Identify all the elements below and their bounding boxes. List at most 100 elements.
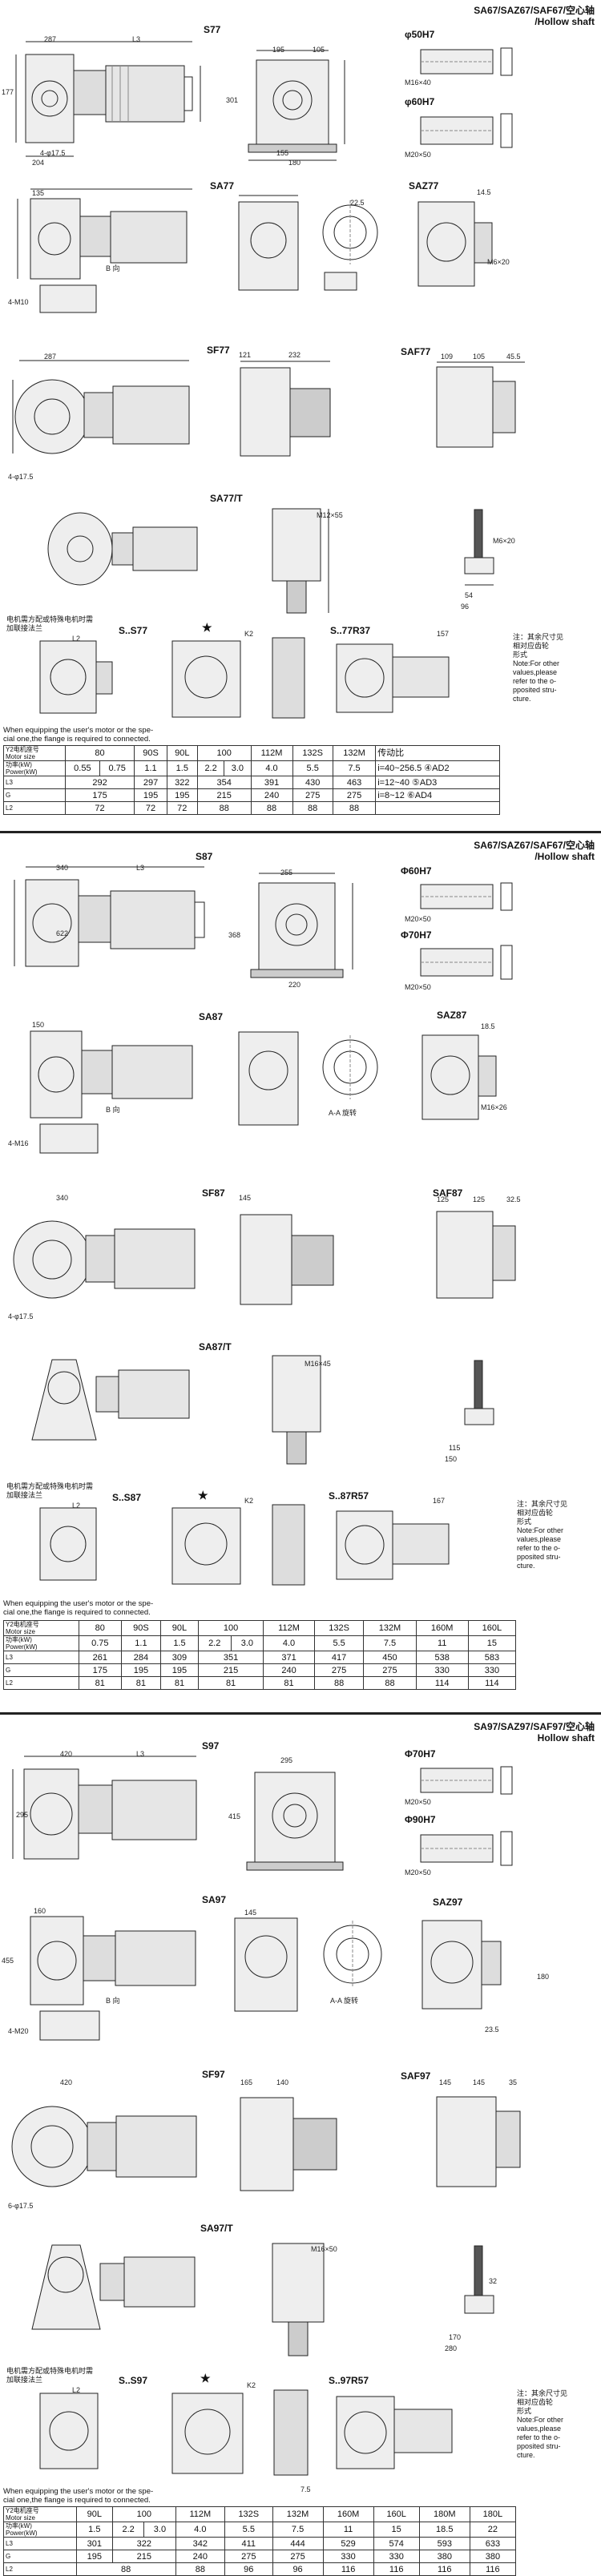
table-cell: 275	[224, 2550, 273, 2563]
drawing-s-side-view	[8, 32, 216, 172]
drawing-s-front-view	[232, 44, 361, 164]
table-cell: 3.0	[143, 2522, 176, 2538]
drawing-shaft-1	[405, 877, 517, 921]
dim: 4-φ17.5	[8, 473, 34, 481]
table-cell: 116	[418, 2562, 470, 2576]
table-cell: 444	[272, 2537, 324, 2550]
table-cell: 538	[415, 1651, 469, 1664]
table-row-label: G	[3, 1663, 79, 1677]
view-label-s: S87	[196, 851, 213, 862]
table-cell: 175	[78, 1663, 122, 1677]
view-label-torque: SA97/T	[200, 2223, 233, 2234]
section-87: SA67/SAZ67/SAF67/空心轴 /Hollow shaft S87 3…	[0, 835, 601, 1704]
drawing-saz	[409, 194, 505, 302]
table-cell: i=40~256.5 ④AD2	[375, 760, 500, 776]
table-cell: 322	[166, 776, 198, 789]
dim: 177	[2, 88, 14, 96]
table-cell: 88	[363, 1676, 417, 1690]
table-row-label: L2	[3, 1676, 79, 1690]
drawing-sa-flange	[317, 192, 385, 296]
table-cell: 1.5	[75, 2522, 113, 2538]
table-cell: 15	[467, 1635, 517, 1651]
dim: 22.5	[350, 199, 365, 207]
warning-text: When equipping the user's motor or the s…	[3, 726, 154, 744]
key-label-2: M20×50	[405, 983, 431, 991]
side-note: 注：其余尺寸见 相对应齿轮 形式 Note:For other values,p…	[517, 2389, 568, 2459]
table-header-cell: 180M	[418, 2506, 470, 2522]
table-cell: 116	[469, 2562, 517, 2576]
table-cell: 574	[373, 2537, 420, 2550]
drawing-saf	[429, 359, 537, 463]
brake-label: B 向	[106, 264, 120, 272]
spec-table: Y2电机座号 Motor size 90L 100 112M 132S 132M…	[3, 2506, 517, 2576]
dim: A-A 旋转	[329, 1109, 357, 1117]
dim: 255	[280, 869, 293, 877]
view-label-saf: SAF87	[433, 1187, 463, 1199]
section-header-sub: Hollow shaft	[537, 1732, 595, 1744]
dim: 287	[44, 353, 57, 361]
dim: L3	[136, 1750, 145, 1758]
star-icon: ★	[200, 2372, 211, 2385]
table-header-cell: 180L	[469, 2506, 517, 2522]
table-cell: 0.75	[78, 1635, 122, 1651]
dim: L2	[72, 635, 81, 643]
dim: 368	[228, 931, 241, 939]
table-row-label: L2	[3, 801, 66, 815]
dim: 150	[32, 1021, 45, 1029]
dim: 145	[439, 2078, 452, 2086]
drawing-torque	[24, 2233, 204, 2333]
dim: 96	[461, 603, 470, 611]
table-cell: 529	[322, 2537, 374, 2550]
table-cell: i=8~12 ⑥AD4	[375, 788, 500, 802]
drawing-sa	[8, 1901, 216, 2045]
table-cell: 88	[250, 801, 293, 815]
dim: 14.5	[477, 188, 491, 196]
view-label-sf: SF77	[207, 345, 230, 356]
view-label-saz: SAZ97	[433, 1897, 463, 1908]
key-label-1: M20×50	[405, 1798, 431, 1806]
side-note: 注：其余尺寸见 相对应齿轮 形式 Note:For other values,p…	[517, 1500, 568, 1570]
table-row-label: 功率(kW) Power(kW)	[3, 1635, 79, 1651]
table-header-cell: Y2电机座号 Motor size	[3, 1620, 79, 1636]
table-cell: 240	[250, 788, 293, 802]
table-cell: 81	[263, 1676, 315, 1690]
flange-note: 电机需方配或特殊电机时需 加联接法兰	[6, 615, 94, 632]
table-header-cell: 90S	[134, 745, 167, 761]
table-cell: 88	[75, 2562, 176, 2576]
shaft-label-2: Φ90H7	[405, 1814, 436, 1825]
table-cell: 330	[467, 1663, 517, 1677]
table-header-cell: 100	[111, 2506, 176, 2522]
table-cell: 195	[134, 788, 167, 802]
dim: K2	[244, 1497, 254, 1505]
dim: 622	[56, 929, 69, 937]
table-cell: 342	[175, 2537, 226, 2550]
table-cell: 411	[224, 2537, 273, 2550]
table-cell: 2.2	[111, 2522, 145, 2538]
drawing-shaft-2	[405, 1827, 517, 1875]
key-label-2: M20×50	[405, 151, 431, 159]
table-cell: 88	[332, 801, 377, 815]
table-header-cell: 90L	[75, 2506, 113, 2522]
table-header-cell: 132M	[332, 745, 377, 761]
dim: 295	[16, 1811, 29, 1819]
table-cell: 81	[160, 1676, 199, 1690]
table-cell: 391	[250, 776, 293, 789]
view-label-combo2: S..77R37	[330, 625, 371, 636]
table-cell: 371	[263, 1651, 315, 1664]
table-cell: 72	[166, 801, 198, 815]
table-row-label: G	[3, 788, 66, 802]
drawing-saf	[429, 2089, 541, 2205]
table-header-cell: Y2电机座号 Motor size	[3, 745, 66, 761]
drawing-torque-arm	[457, 505, 513, 601]
side-note: 注：其余尺寸见 相对应齿轮 形式 Note:For other values,p…	[513, 633, 564, 703]
table-row-label: L3	[3, 1651, 79, 1664]
drawing-sa-front	[220, 1907, 313, 2027]
table-header-cell: 160L	[373, 2506, 420, 2522]
table-cell: 175	[64, 788, 135, 802]
drawing-combo	[32, 1500, 481, 1596]
drawing-combo	[32, 633, 481, 729]
dim: 4-φ17.5	[8, 1312, 34, 1320]
view-label-sf: SF87	[202, 1187, 225, 1199]
table-cell: 7.5	[363, 1635, 417, 1651]
table-header-cell: 100	[197, 1620, 264, 1636]
